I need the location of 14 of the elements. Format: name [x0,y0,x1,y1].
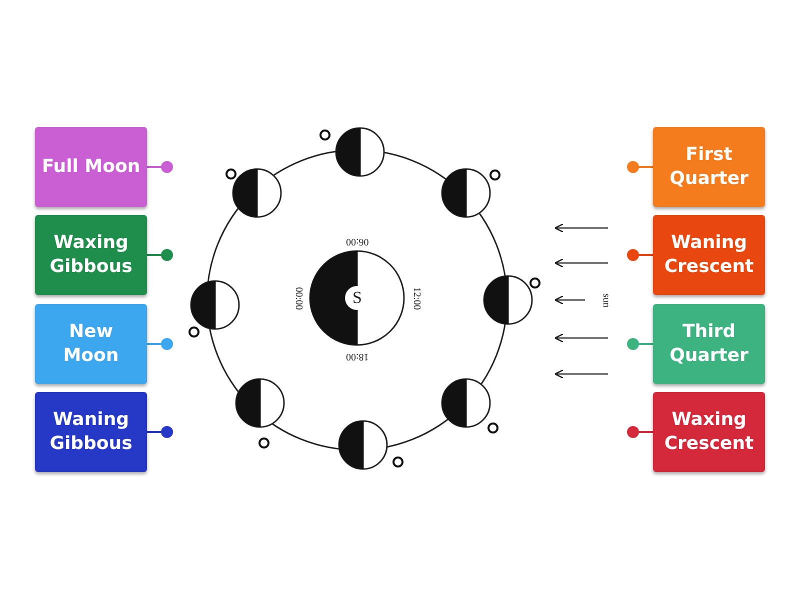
time-label: 06:00 [346,236,368,246]
answer-tile: Full Moon [35,127,147,207]
time-label: 00:00 [292,286,304,310]
answer-tile: New Moon [35,304,147,384]
sun-symbol-label: S [352,288,362,308]
answer-tile: Waning Gibbous [35,392,147,472]
answer-tile: Waxing Crescent [653,392,765,472]
answer-tile: Waxing Gibbous [35,215,147,295]
answer-tile: Third Quarter [653,304,765,384]
sun-label: sun [600,293,612,307]
time-label: 12:00 [410,286,422,310]
answer-tile: Waning Crescent [653,215,765,295]
answer-tile: First Quarter [653,127,765,207]
time-label: 18:00 [346,350,368,362]
